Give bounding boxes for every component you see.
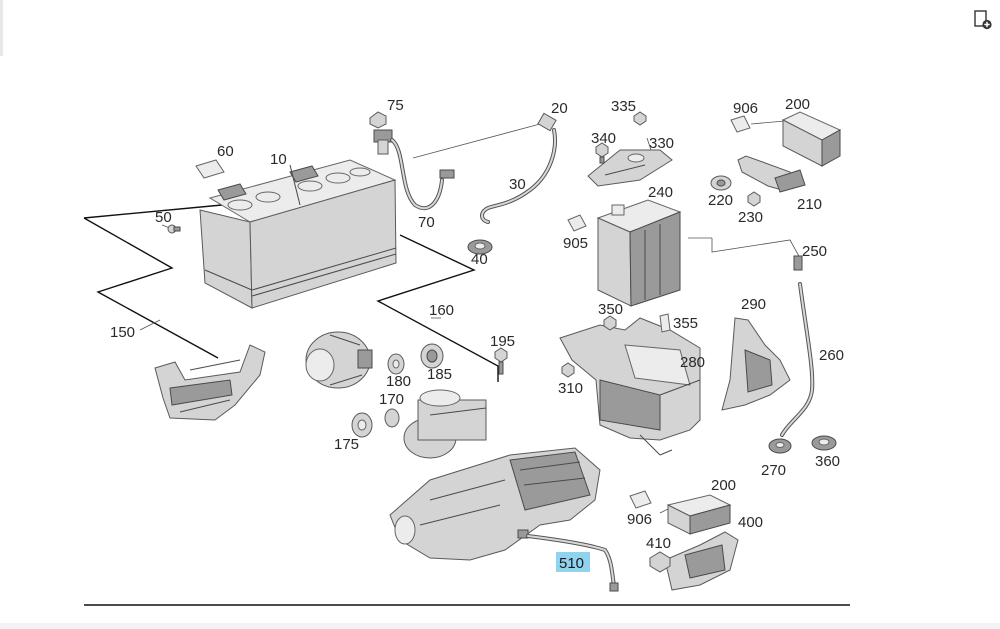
grommet-270-part[interactable] [768, 438, 792, 454]
grommet-40-part[interactable] [467, 239, 493, 255]
grommet-220-part[interactable] [710, 175, 732, 191]
bracket-400-part[interactable] [664, 531, 739, 591]
part-label-195[interactable]: 195 [490, 333, 515, 350]
bolt-50-part[interactable] [167, 224, 181, 234]
part-label-200-bottom[interactable]: 200 [711, 477, 736, 494]
part-label-230[interactable]: 230 [738, 209, 763, 226]
part-label-290[interactable]: 290 [741, 296, 766, 313]
part-label-310[interactable]: 310 [558, 380, 583, 397]
bolt-195-part[interactable] [494, 347, 508, 375]
nut-335-part[interactable] [633, 111, 647, 126]
part-label-170[interactable]: 170 [379, 391, 404, 408]
part-label-50[interactable]: 50 [155, 209, 172, 226]
leader-lines [139, 120, 801, 514]
nut-410-part[interactable] [649, 551, 671, 573]
part-label-240[interactable]: 240 [648, 184, 673, 201]
highlight-510 [556, 552, 590, 572]
add-to-list-button[interactable] [972, 9, 994, 31]
part-label-220[interactable]: 220 [708, 192, 733, 209]
connector-906-bottom-part[interactable] [629, 490, 652, 509]
part-label-60[interactable]: 60 [217, 143, 234, 160]
cable-250-part[interactable] [793, 255, 803, 271]
part-label-180[interactable]: 180 [386, 373, 411, 390]
part-label-280[interactable]: 280 [680, 354, 705, 371]
part-labels: 10 20 30 40 50 60 70 75 150 160 170 175 … [110, 96, 844, 572]
part-label-210[interactable]: 210 [797, 196, 822, 213]
bolt-230-part[interactable] [747, 191, 761, 207]
alternator-160-part[interactable] [305, 331, 373, 389]
part-label-360[interactable]: 360 [815, 453, 840, 470]
transmission-part[interactable] [389, 447, 601, 561]
bracket-290-part[interactable] [721, 317, 791, 411]
add-to-list-icon [974, 10, 992, 30]
module-200-bottom-part[interactable] [666, 494, 732, 535]
left-edge-strip [0, 0, 3, 56]
battery-cable-70-part[interactable] [373, 129, 455, 211]
part-label-10[interactable]: 10 [270, 151, 287, 168]
group-boundary-lines [83, 204, 850, 606]
part-label-905[interactable]: 905 [563, 235, 588, 252]
terminal-cover-part[interactable] [195, 159, 225, 179]
part-label-200-top[interactable]: 200 [785, 96, 810, 113]
nut-75-part[interactable] [369, 111, 387, 129]
part-label-510[interactable]: 510 [559, 555, 584, 572]
part-label-340[interactable]: 340 [591, 130, 616, 147]
battery-main-part[interactable] [199, 159, 397, 309]
part-label-260[interactable]: 260 [819, 347, 844, 364]
bushing-170-part[interactable] [384, 408, 400, 428]
bottom-strip [0, 623, 1000, 629]
module-200-top-part[interactable] [781, 111, 842, 167]
part-label-250[interactable]: 250 [802, 243, 827, 260]
connector-906-top-part[interactable] [730, 115, 751, 133]
clip-355-part[interactable] [659, 313, 671, 333]
bolt-340-part[interactable] [595, 142, 609, 164]
connector-905-part[interactable] [567, 214, 587, 232]
part-label-160[interactable]: 160 [429, 302, 454, 319]
bracket-210-part[interactable] [737, 155, 806, 193]
bushing-180-part[interactable] [387, 353, 405, 375]
bolt-350-part[interactable] [603, 315, 617, 331]
grommet-360-part[interactable] [811, 435, 837, 451]
starter-part[interactable] [403, 389, 487, 459]
part-label-906-top[interactable]: 906 [733, 100, 758, 117]
part-label-400[interactable]: 400 [738, 514, 763, 531]
part-label-40[interactable]: 40 [471, 251, 488, 268]
cable-30-part[interactable] [480, 112, 557, 224]
nut-310-part[interactable] [561, 362, 575, 378]
ground-cable-510-part[interactable] [517, 529, 619, 592]
aux-battery-240-part[interactable] [596, 199, 682, 307]
bushing-175-part[interactable] [351, 412, 373, 438]
part-label-185[interactable]: 185 [427, 366, 452, 383]
part-label-30[interactable]: 30 [509, 176, 526, 193]
part-label-270[interactable]: 270 [761, 462, 786, 479]
battery-tray-280-part[interactable] [559, 317, 701, 456]
part-label-355[interactable]: 355 [673, 315, 698, 332]
part-label-410[interactable]: 410 [646, 535, 671, 552]
part-label-350[interactable]: 350 [598, 301, 623, 318]
part-label-330[interactable]: 330 [649, 135, 674, 152]
part-label-75[interactable]: 75 [387, 97, 404, 114]
part-label-70[interactable]: 70 [418, 214, 435, 231]
cable-260-part[interactable] [780, 282, 815, 437]
part-label-175[interactable]: 175 [334, 436, 359, 453]
part-label-150[interactable]: 150 [110, 324, 135, 341]
part-label-335[interactable]: 335 [611, 98, 636, 115]
bracket-150-part[interactable] [154, 344, 266, 421]
bracket-330-part[interactable] [587, 149, 673, 187]
part-label-20[interactable]: 20 [551, 100, 568, 117]
part-label-906-bottom[interactable]: 906 [627, 511, 652, 528]
bushing-185-part[interactable] [420, 343, 444, 369]
